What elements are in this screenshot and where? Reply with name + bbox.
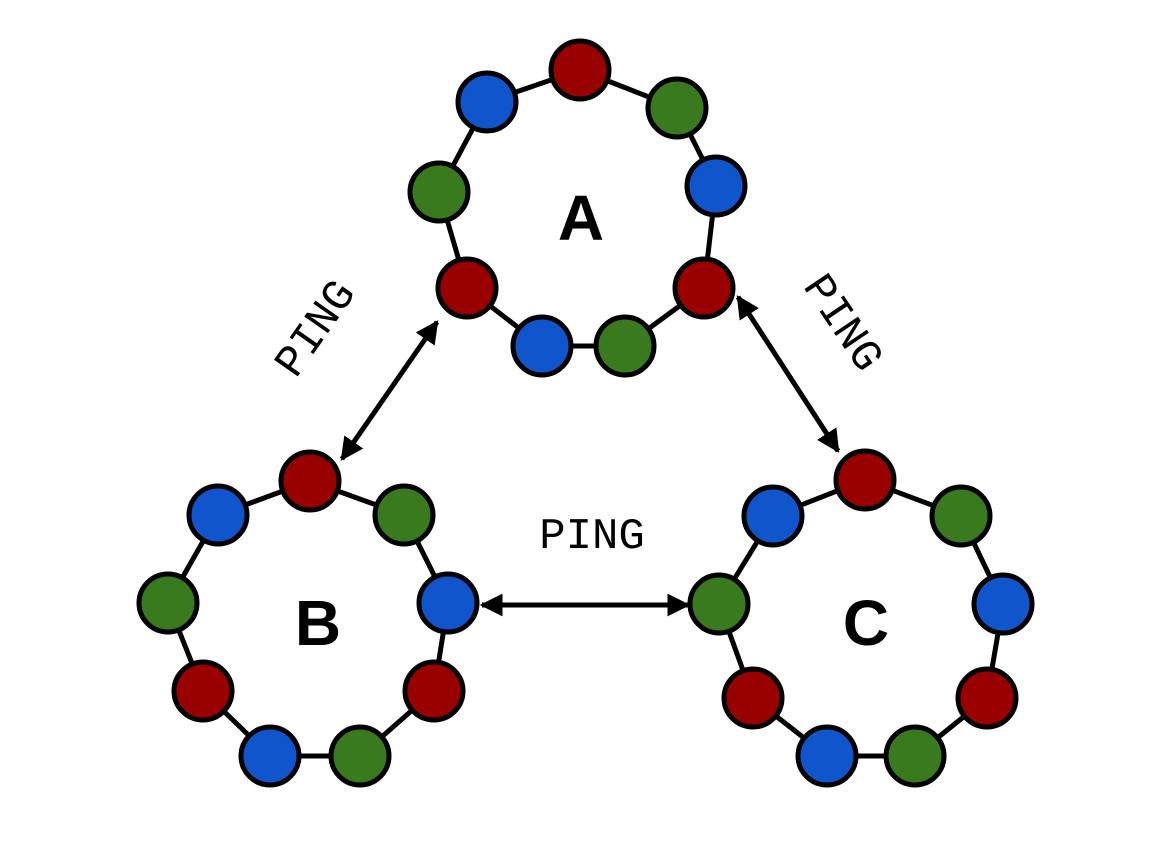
ping-label-a-b: PING [266, 272, 368, 387]
ring-b-node-blue [238, 724, 302, 788]
ring-c-node-red [721, 666, 785, 730]
ring-c: C [687, 448, 1035, 788]
ping-label-a-c: PING [791, 266, 892, 382]
ring-c-node-blue [795, 724, 859, 788]
ring-b-node-red [278, 449, 342, 513]
ring-a-nodes [407, 38, 748, 378]
ring-a-node-blue [684, 154, 748, 218]
ring-a: A [407, 38, 748, 378]
ring-c-node-blue [741, 484, 805, 548]
ring-b: B [136, 449, 480, 788]
ring-b-node-blue [186, 483, 250, 547]
ring-b-path [165, 478, 451, 759]
ring-c-node-red [955, 666, 1019, 730]
ring-a-node-red [548, 38, 612, 102]
ring-c-node-green [687, 572, 751, 636]
ring-a-node-red [435, 256, 499, 320]
ring-b-node-green [372, 483, 436, 547]
ring-c-label: C [843, 587, 889, 659]
ring-c-node-green [883, 724, 947, 788]
ring-b-node-red [171, 659, 235, 723]
ring-a-path [436, 67, 719, 349]
ring-c-node-red [833, 448, 897, 512]
ring-b-label: B [295, 587, 341, 659]
links-layer [339, 295, 841, 617]
ring-a-node-green [407, 160, 471, 224]
ring-b-nodes [136, 449, 480, 788]
ring-a-label: A [558, 182, 604, 254]
ring-c-node-green [929, 484, 993, 548]
ring-b-node-green [136, 571, 200, 635]
link-a-c-arrow [735, 295, 841, 453]
ring-b-node-red [402, 659, 466, 723]
ring-a-node-blue [455, 70, 519, 134]
ring-b-node-green [328, 724, 392, 788]
ring-c-node-blue [971, 572, 1035, 636]
link-a-b-arrow [339, 320, 440, 461]
ring-a-node-red [672, 256, 736, 320]
ring-c-nodes [687, 448, 1035, 788]
ring-a-node-blue [510, 314, 574, 378]
ring-b-node-blue [416, 571, 480, 635]
ring-a-node-green [593, 314, 657, 378]
ring-a-node-green [645, 76, 709, 140]
ring-c-path [716, 477, 1006, 759]
ping-label-b-c: PING [539, 512, 645, 562]
